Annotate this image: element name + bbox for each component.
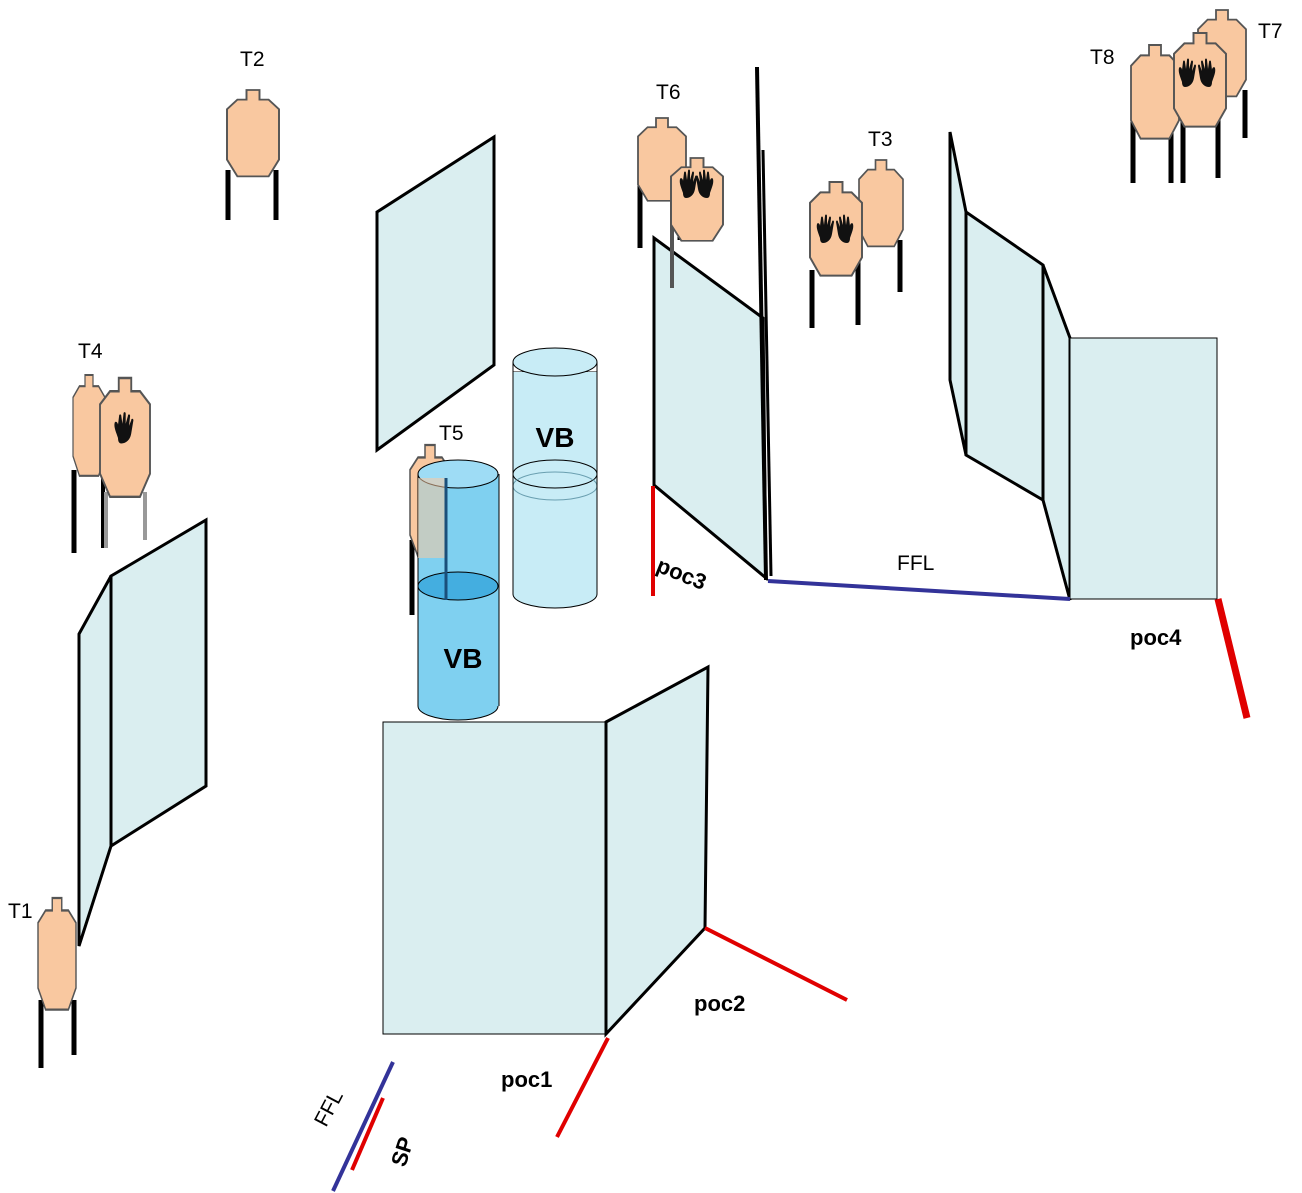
fault-line-bottom: [331, 1061, 395, 1192]
start-position-line: [350, 1097, 385, 1171]
label-poc3: poc3: [653, 552, 710, 594]
wall-panel: [109, 517, 208, 849]
target-t6: [637, 117, 724, 288]
label-ffl-right: FFL: [897, 552, 934, 575]
wall-panel: [375, 134, 496, 453]
label-t1: T1: [8, 900, 33, 923]
wall-panel: [964, 209, 1045, 503]
label-t7: T7: [1258, 20, 1283, 43]
poc2-line: [704, 926, 848, 1002]
label-t8: T8: [1090, 46, 1115, 69]
barrel-back: VB: [512, 347, 598, 609]
label-poc4: poc4: [1130, 625, 1182, 650]
label-ffl-bottom: FFL: [310, 1087, 348, 1131]
fault-line-right: [767, 579, 1071, 601]
wall-panel: [604, 664, 710, 1038]
barrel-front: VB: [417, 459, 500, 721]
label-t6: T6: [656, 81, 681, 104]
label-t3: T3: [868, 128, 893, 151]
target-t2: [225, 89, 280, 220]
label-poc2: poc2: [694, 991, 745, 1016]
wall-panel: [1069, 337, 1218, 600]
label-t2: T2: [240, 48, 265, 71]
target-t3: [809, 159, 904, 328]
wall-post: [755, 66, 768, 581]
target-t4: [71, 373, 152, 553]
wall-panel: [382, 721, 607, 1035]
poc4-line: [1214, 598, 1251, 719]
target-t7-t8: [1130, 9, 1248, 183]
poc1-line: [555, 1037, 610, 1138]
wall-panel: [652, 235, 768, 582]
label-start-position: SP: [386, 1134, 419, 1170]
label-poc1: poc1: [501, 1067, 552, 1092]
barrel-label-back: VB: [536, 422, 575, 453]
label-t4: T4: [78, 340, 103, 363]
wall-panel: [948, 131, 968, 456]
target-t1: [36, 896, 78, 1068]
target-t5: [408, 443, 452, 615]
wall-panel: [77, 575, 113, 947]
barrel-label-front: VB: [444, 643, 483, 674]
wall-post: [761, 149, 773, 577]
wall-panel: [1041, 264, 1072, 601]
label-t5: T5: [439, 422, 464, 445]
